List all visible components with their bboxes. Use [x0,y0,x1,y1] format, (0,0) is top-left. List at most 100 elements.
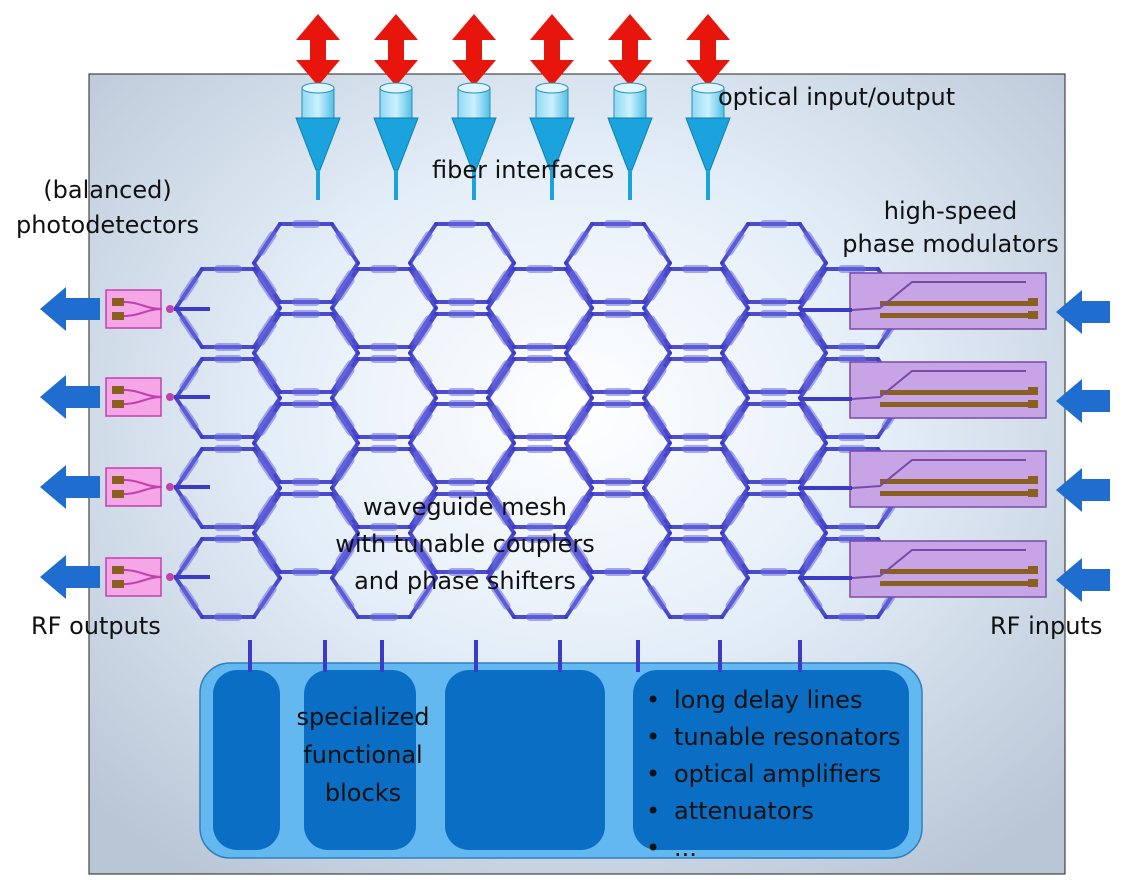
coupler-mark [257,540,277,565]
coupler-mark [725,585,745,610]
coupler-mark [179,546,199,571]
phase-modulator [800,540,1047,598]
coupler-mark [569,270,589,295]
coupler-mark [257,585,277,610]
coupler-mark [725,231,745,256]
coupler-mark [257,270,277,295]
coupler-mark [569,231,589,256]
functional-label-line2: functional [303,741,423,769]
coupler-mark [179,495,199,520]
pd-coupler [166,393,174,401]
red-double-arrow-icon [452,14,496,86]
pd-waveguide [123,479,163,495]
phase-modulator-array [800,272,1047,598]
coupler-mark [647,585,667,610]
coupler-mark [491,276,511,301]
coupler-mark [413,540,433,565]
red-double-arrow-icon [296,14,340,86]
functional-block-item: optical amplifiers [646,756,901,793]
mod-pad [1028,298,1038,306]
mod-pad [1028,489,1038,497]
photodetector [105,377,210,417]
coupler-mark [647,456,667,481]
coupler-mark [413,585,433,610]
red-double-arrow-icon [374,14,418,86]
functional-block [304,670,416,850]
coupler-mark [647,495,667,520]
mod-waveguide [851,281,1026,311]
pd-electrode [112,566,124,574]
functional-block-item: ... [646,830,901,867]
coupler-mark [413,411,433,436]
fiber-cylinder-top [613,82,647,94]
rf-input-arrow-icon [1056,558,1110,602]
fiber-waveguide [472,170,476,200]
coupler-mark [491,495,511,520]
mesh-label: waveguide mesh with tunable couplers and… [300,489,630,600]
coupler-mark [725,450,745,475]
photodetector [105,467,210,507]
coupler-mark [257,231,277,256]
rf-inputs-label: RF inputs [990,612,1103,640]
rf-output-arrow-icon [40,555,100,599]
coupler-mark [569,501,589,526]
mod-electrode [880,569,1032,574]
mod-pad [1028,400,1038,408]
fiber-waveguide [394,170,398,200]
mod-waveguide [851,370,1026,400]
mod-pad [1028,476,1038,484]
fiber-port [607,14,653,200]
coupler-mark [803,276,823,301]
coupler-mark [725,540,745,565]
rf-output-arrow-icon [40,465,100,509]
coupler-mark [647,366,667,391]
mesh-label-line3: and phase shifters [354,567,576,595]
fiber-port [685,14,731,200]
coupler-mark [569,540,589,565]
coupler-mark [803,315,823,340]
fiber-interfaces-label: fiber interfaces [432,156,615,184]
coupler-mark [725,360,745,385]
rf-input-arrow-icon [1056,468,1110,512]
coupler-mark [491,546,511,571]
red-double-arrow-icon [530,14,574,86]
coupler-mark [335,456,355,481]
mod-electrode [880,301,1032,306]
coupler-mark [179,276,199,301]
photodetector-body [105,557,162,597]
mod-pad [1028,579,1038,587]
pd-electrode [112,476,124,484]
coupler-mark [725,501,745,526]
fiber-waveguide [628,170,632,200]
mesh-label-line1: waveguide mesh [363,493,567,521]
coupler-mark [179,405,199,430]
functional-block [213,670,280,850]
coupler-mark [491,585,511,610]
coupler-mark [413,360,433,385]
coupler-mark [335,546,355,571]
coupler-mark [803,585,823,610]
pd-coupler [166,483,174,491]
coupler-mark [413,501,433,526]
fiber-waveguide [706,170,710,200]
mod-electrode [880,491,1032,496]
photodetector-body [105,467,162,507]
red-double-arrow-icon [608,14,652,86]
coupler-mark [647,315,667,340]
modulators-label-line2: phase modulators [842,230,1059,258]
mod-waveguide [851,459,1026,489]
mod-electrode [880,581,1032,586]
coupler-mark [491,231,511,256]
coupler-mark [491,366,511,391]
coupler-mark [725,411,745,436]
coupler-mark [803,495,823,520]
mod-pad [1028,311,1038,319]
fiber-cylinder-top [535,82,569,94]
coupler-mark [803,456,823,481]
modulators-label-line1: high-speed [883,197,1018,225]
rf-input-arrow-icon [1056,290,1110,334]
pd-waveguide [123,301,163,317]
red-double-arrow-icon [686,14,730,86]
coupler-mark [569,585,589,610]
